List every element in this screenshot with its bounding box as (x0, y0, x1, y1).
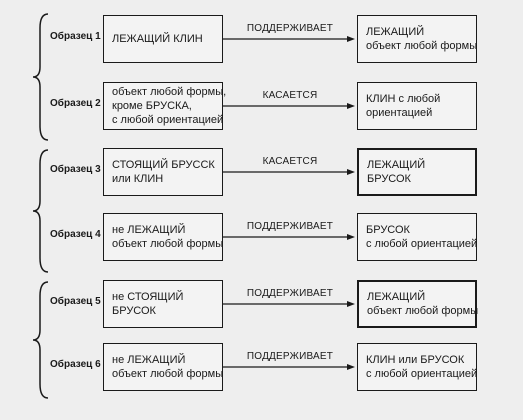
object-text: с любой ориентацией (366, 368, 478, 380)
subject-text: не СТОЯЩИЙ (112, 291, 184, 303)
object-text: КЛИН или БРУСОК (366, 354, 465, 366)
subject-text: или КЛИН (112, 173, 164, 185)
arrow-head-icon (347, 169, 355, 175)
subject-box: не ЛЕЖАЩИЙ объект любой формы (103, 343, 223, 391)
subject-text: объект любой формы (112, 368, 224, 380)
object-text: БРУСОК (367, 173, 411, 185)
object-text: ЛЕЖАЩИЙ (367, 159, 426, 171)
object-text: объект любой формы (367, 305, 479, 317)
sample-label: Образец 6 (50, 359, 101, 370)
subject-text: объект любой формы, (112, 86, 227, 98)
object-text: ЛЕЖАЩИЙ (367, 291, 426, 303)
object-text: с любой ориентацией (366, 238, 478, 250)
object-box: КЛИН с любой ориентацией (357, 82, 477, 130)
subject-text: БРУСОК (112, 305, 156, 317)
relation-label: ПОДДЕРЖИВАЕТ (246, 221, 334, 232)
group-brace-icon (32, 149, 49, 273)
arrow-head-icon (347, 103, 355, 109)
object-text: БРУСОК (366, 224, 410, 236)
group-brace-icon (32, 13, 49, 141)
arrow-head-icon (347, 364, 355, 370)
group-brace-icon (32, 281, 49, 399)
relation-label: ПОДДЕРЖИВАЕТ (246, 351, 334, 362)
relation-label: КАСАЕТСЯ (262, 156, 318, 167)
subject-text: не ЛЕЖАЩИЙ (112, 354, 186, 366)
object-text: КЛИН с любой (366, 93, 441, 105)
arrow-head-icon (347, 234, 355, 240)
sample-label: Образец 4 (50, 229, 101, 240)
subject-text: не ЛЕЖАЩИЙ (112, 224, 186, 236)
object-box: ЛЕЖАЩИЙ объект любой формы (357, 15, 477, 63)
subject-box: не СТОЯЩИЙ БРУСОК (103, 280, 223, 328)
sample-label: Образец 3 (50, 164, 101, 175)
subject-box: не ЛЕЖАЩИЙ объект любой формы (103, 213, 223, 261)
subject-text: ЛЕЖАЩИЙ КЛИН (112, 33, 203, 45)
object-text: объект любой формы (366, 40, 478, 52)
subject-text: с любой ориентацией (112, 114, 224, 126)
relation-label: ПОДДЕРЖИВАЕТ (246, 288, 334, 299)
subject-text: объект любой формы (112, 238, 224, 250)
relation-label: КАСАЕТСЯ (262, 90, 318, 101)
subject-box: объект любой формы, кроме БРУСКА, с любой … (103, 82, 227, 130)
relation-label: ПОДДЕРЖИВАЕТ (246, 23, 334, 34)
arrow-head-icon (347, 36, 355, 42)
object-box: ЛЕЖАЩИЙ БРУСОК (357, 148, 477, 196)
object-box: ЛЕЖАЩИЙ объект любой формы (357, 280, 479, 328)
sample-label: Образец 2 (50, 98, 101, 109)
object-box: БРУСОК с любой ориентацией (357, 213, 477, 261)
object-box: КЛИН или БРУСОК с любой ориентацией (357, 343, 477, 391)
object-text: ориентацией (366, 107, 433, 119)
object-text: ЛЕЖАЩИЙ (366, 26, 425, 38)
subject-box: СТОЯЩИЙ БРУССК или КЛИН (103, 148, 223, 196)
sample-label: Образец 1 (50, 31, 101, 42)
subject-box: ЛЕЖАЩИЙ КЛИН (103, 15, 223, 63)
subject-text: СТОЯЩИЙ БРУССК (112, 159, 215, 171)
arrow-head-icon (347, 301, 355, 307)
subject-text: кроме БРУСКА, (112, 100, 192, 112)
sample-label: Образец 5 (50, 296, 101, 307)
